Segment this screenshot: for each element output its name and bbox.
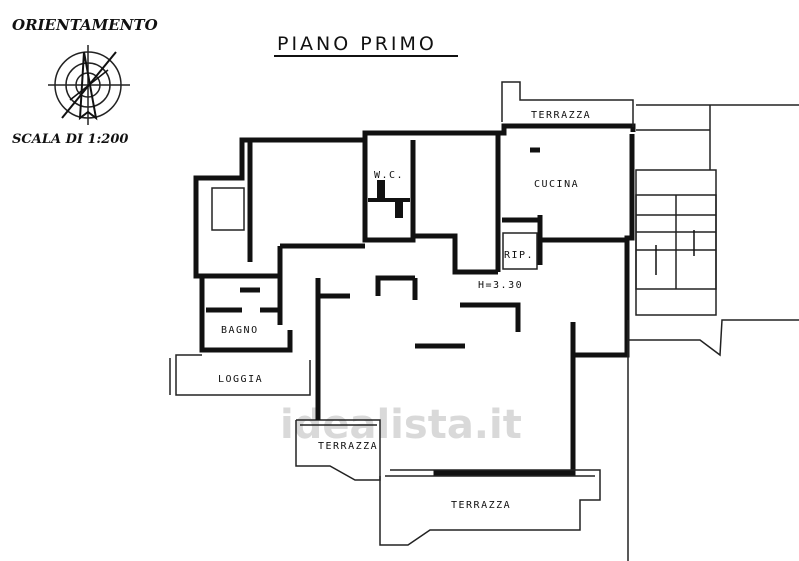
interior-walls [169, 133, 627, 420]
ceiling-height-label: H=3.30 [478, 280, 523, 291]
orientation-label: ORIENTAMENTO [12, 16, 158, 34]
room-label-rip: RIP. [504, 250, 534, 261]
scale-label: SCALA DI 1:200 [12, 132, 128, 147]
room-label-wc: W.C. [374, 170, 404, 181]
room-labels: TERRAZZA W.C. CUCINA RIP. BAGNO LOGGIA T… [218, 110, 591, 511]
plan-title: PIANO PRIMO [277, 33, 437, 55]
exterior-walls [193, 81, 799, 561]
room-label-terrazza-bottom: TERRAZZA [451, 500, 511, 511]
compass-rose-icon [48, 45, 130, 125]
room-label-loggia: LOGGIA [218, 374, 263, 385]
room-label-cucina: CUCINA [534, 179, 579, 190]
room-label-bagno: BAGNO [221, 325, 259, 336]
room-label-terrazza-left: TERRAZZA [318, 441, 378, 452]
room-label-terrazza-top: TERRAZZA [531, 110, 591, 121]
